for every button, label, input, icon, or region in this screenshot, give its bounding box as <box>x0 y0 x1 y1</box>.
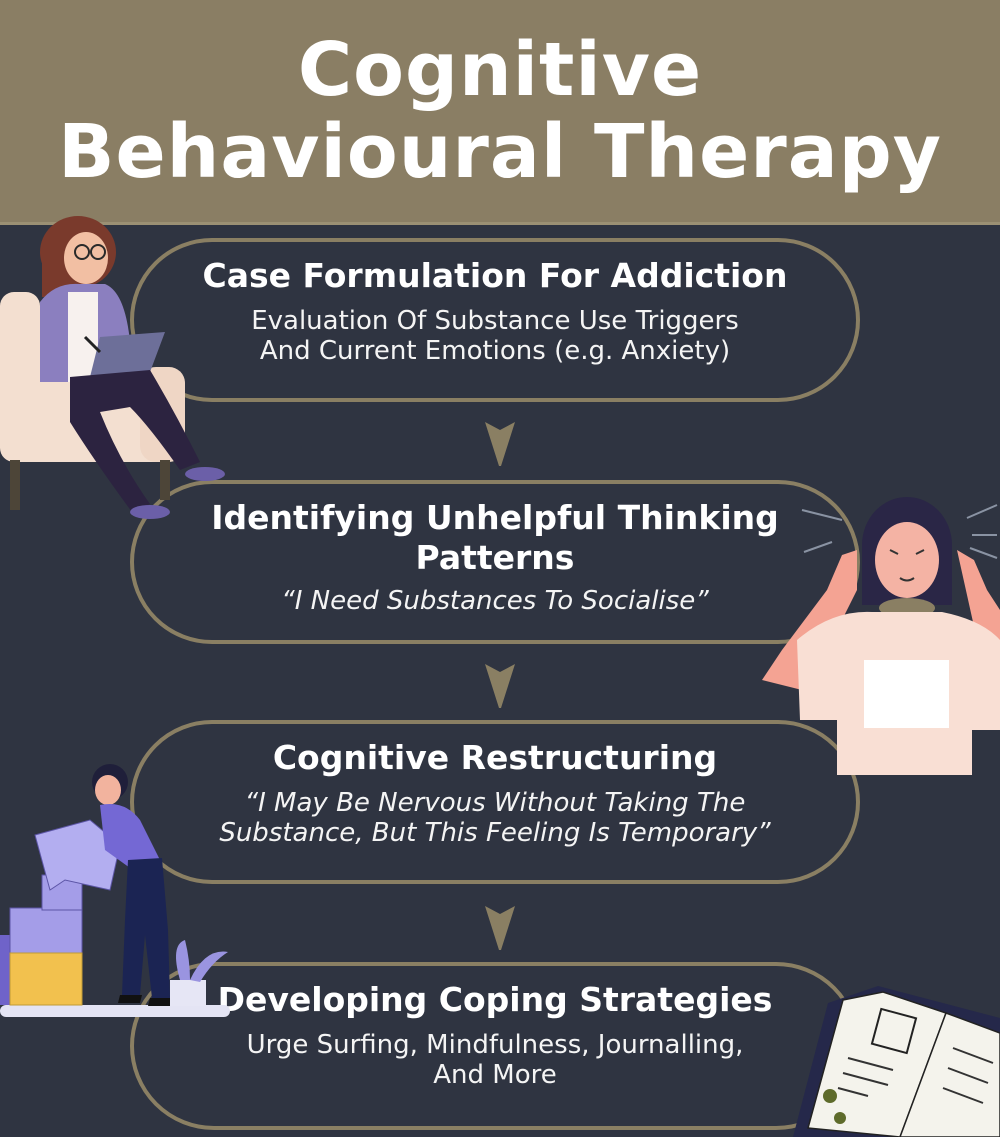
step-description: Urge Surfing, Mindfulness, Journalling, … <box>246 1030 744 1090</box>
journal-illustration-icon <box>793 986 1000 1137</box>
step-cognitive-restructuring: Cognitive Restructuring “I May Be Nervou… <box>130 720 860 884</box>
step-title: Developing Coping Strategies <box>217 980 773 1019</box>
arrow-down-icon <box>485 664 515 708</box>
step-description: Evaluation Of Substance Use Triggers And… <box>251 306 739 366</box>
step-title: Case Formulation For Addiction <box>202 256 788 295</box>
thinking-person-illustration-icon <box>762 497 1000 775</box>
step-coping-strategies: Developing Coping Strategies Urge Surfin… <box>130 962 860 1130</box>
stacking-blocks-illustration-icon <box>0 764 230 1017</box>
arrow-down-icon <box>485 906 515 950</box>
step-description: “I Need Substances To Socialise” <box>281 586 709 616</box>
step-title: Cognitive Restructuring <box>272 738 718 777</box>
step-case-formulation: Case Formulation For Addiction Evaluatio… <box>130 238 860 402</box>
header-banner: Cognitive Behavioural Therapy <box>0 0 1000 225</box>
page-title-line-2: Behavioural Therapy <box>58 109 942 195</box>
step-identifying-thinking-patterns: Identifying Unhelpful Thinking Patterns … <box>130 480 860 644</box>
page-title-line-1: Cognitive <box>297 27 703 113</box>
step-description: “I May Be Nervous Without Taking The Sub… <box>219 788 771 848</box>
step-title: Identifying Unhelpful Thinking Patterns <box>211 498 779 577</box>
arrow-down-icon <box>485 422 515 466</box>
therapist-illustration-icon <box>0 216 225 519</box>
